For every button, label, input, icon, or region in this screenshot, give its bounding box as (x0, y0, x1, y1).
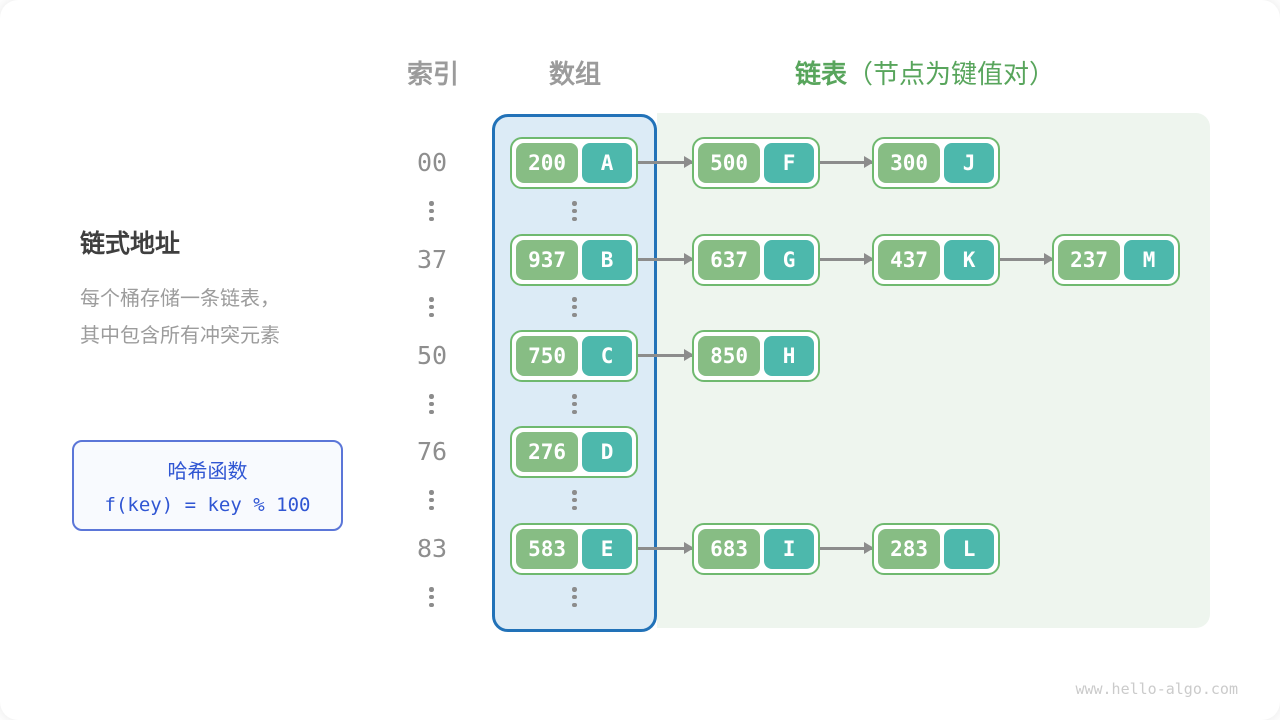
ellipsis-dots (427, 490, 436, 510)
next-pointer-arrow (638, 542, 694, 554)
key-cell: 437 (878, 240, 941, 280)
value-cell: J (944, 143, 994, 183)
section-title: 链式地址 (80, 230, 181, 258)
index-column-header: 索引 (406, 59, 459, 89)
ellipsis-dots (570, 394, 579, 414)
value-cell: H (764, 336, 814, 376)
value-cell: I (764, 529, 814, 569)
value-cell: K (944, 240, 994, 280)
array-column-header: 数组 (548, 59, 601, 89)
key-cell: 200 (516, 143, 579, 183)
index-label: 83 (416, 534, 448, 563)
next-pointer-arrow (820, 542, 874, 554)
section-description: 每个桶存储一条链表， 其中包含所有冲突元素 (80, 281, 280, 355)
hash-function-box: 哈希函数 f(key) = key % 100 (72, 440, 343, 531)
key-cell: 500 (698, 143, 761, 183)
next-pointer-arrow (638, 156, 694, 168)
value-cell: A (582, 143, 632, 183)
key-cell: 283 (878, 529, 941, 569)
index-label: 00 (416, 148, 448, 177)
watermark: www.hello-algo.com (1075, 680, 1238, 698)
ellipsis-dots (570, 587, 579, 607)
key-cell: 637 (698, 240, 761, 280)
value-cell: B (582, 240, 632, 280)
description-line-1: 每个桶存储一条链表， (80, 288, 280, 310)
key-cell: 237 (1058, 240, 1121, 280)
value-cell: C (582, 336, 632, 376)
hash-function-formula: f(key) = key % 100 (104, 494, 311, 516)
index-label: 76 (416, 437, 448, 466)
key-cell: 683 (698, 529, 761, 569)
value-cell: E (582, 529, 632, 569)
linked-list-header-note: （节点为键值对） (847, 59, 1056, 89)
key-cell: 583 (516, 529, 579, 569)
ellipsis-dots (570, 490, 579, 510)
ellipsis-dots (427, 587, 436, 607)
ellipsis-dots (427, 394, 436, 414)
hash-function-title: 哈希函数 (167, 461, 248, 483)
value-cell: G (764, 240, 814, 280)
index-label: 37 (416, 245, 448, 274)
value-cell: D (582, 432, 632, 472)
key-cell: 276 (516, 432, 579, 472)
description-line-2: 其中包含所有冲突元素 (80, 325, 280, 347)
key-cell: 750 (516, 336, 579, 376)
key-cell: 850 (698, 336, 761, 376)
value-cell: L (944, 529, 994, 569)
next-pointer-arrow (638, 253, 694, 265)
ellipsis-dots (570, 297, 579, 317)
next-pointer-arrow (820, 253, 874, 265)
ellipsis-dots (570, 201, 579, 221)
next-pointer-arrow (638, 349, 694, 361)
key-cell: 300 (878, 143, 941, 183)
value-cell: F (764, 143, 814, 183)
linked-list-header-title: 链表 (795, 59, 848, 89)
linked-list-column-header: 链表（节点为键值对） (795, 54, 1055, 91)
next-pointer-arrow (1000, 253, 1054, 265)
ellipsis-dots (427, 297, 436, 317)
next-pointer-arrow (820, 156, 874, 168)
index-label: 50 (416, 341, 448, 370)
key-cell: 937 (516, 240, 579, 280)
value-cell: M (1124, 240, 1174, 280)
ellipsis-dots (427, 201, 436, 221)
